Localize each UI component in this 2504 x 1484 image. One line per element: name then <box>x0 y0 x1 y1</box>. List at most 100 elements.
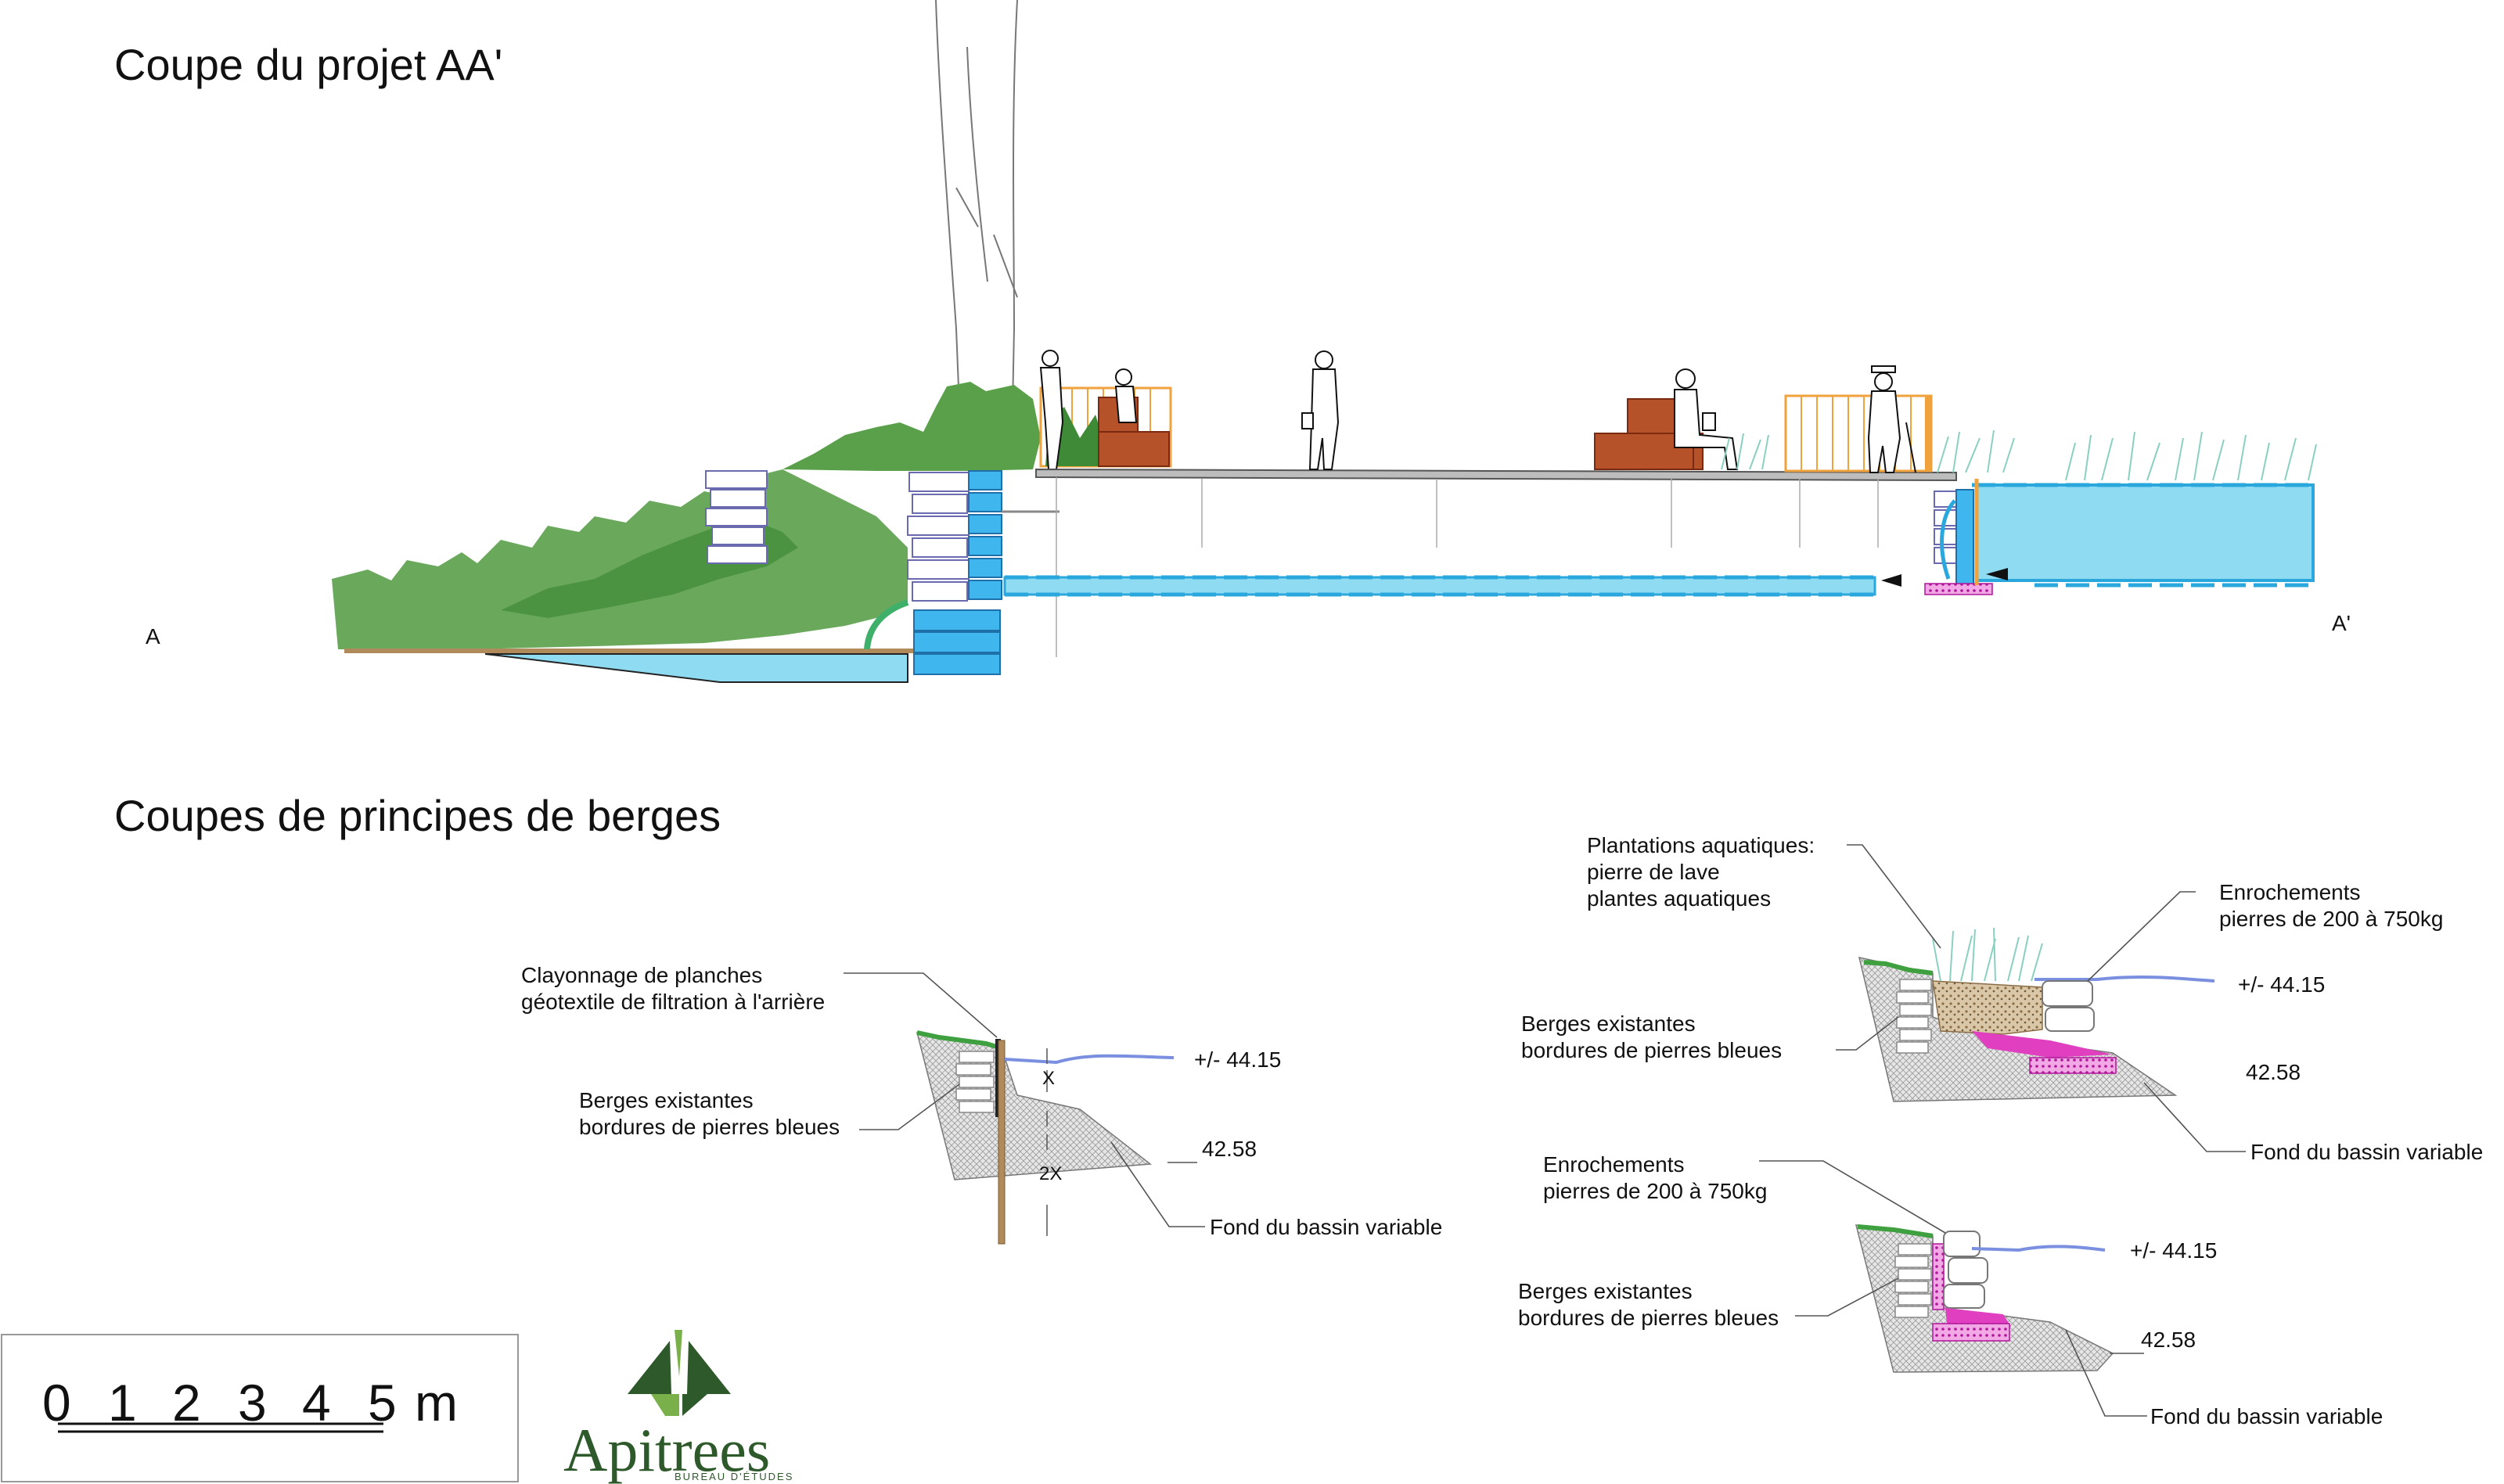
scale-tick-0: 0 <box>42 1374 71 1432</box>
aquatic-grasses <box>1721 429 2317 481</box>
bank-detail-top-right: Plantations aquatiques: pierre de lave p… <box>1521 833 2483 1164</box>
plant-label-1: Plantations aquatiques: <box>1587 833 1815 857</box>
person-with-cane <box>1867 365 1916 473</box>
bank-detail-left: X 2X Clayonnage de planches géotextile d… <box>521 963 1442 1245</box>
weir-pink-base <box>1924 583 1993 595</box>
left-pond <box>484 653 908 683</box>
pink-base-br <box>1932 1323 2010 1342</box>
wattle-label-1: Clayonnage de planches <box>521 963 762 987</box>
bottom-label-left: Fond du bassin variable <box>1210 1215 1442 1239</box>
logo-name: Apitrees <box>563 1416 770 1484</box>
section-mark-a-prime: A' <box>2332 611 2351 635</box>
stone-border-br <box>1894 1243 1932 1318</box>
pink-layer-tr <box>1972 1031 2113 1058</box>
plant-label-2: pierre de lave <box>1587 860 1720 884</box>
vegetation-left <box>332 469 908 649</box>
water-level-br: +/- 44.15 <box>2130 1238 2217 1263</box>
stone-border-tr <box>1896 979 1932 1054</box>
bottom-level-tr: 42.58 <box>2246 1060 2301 1084</box>
water-level-left: +/- 44.15 <box>1194 1047 1281 1072</box>
person-seated-left <box>1114 368 1138 423</box>
water-line-left <box>1004 1054 1175 1065</box>
blue-block-wall <box>913 470 1002 675</box>
main-section-drawing: A A' <box>146 0 2351 683</box>
banks-label-br-1: Berges existantes <box>1518 1279 1693 1303</box>
banks-label-left-2: bordures de pierres bleues <box>579 1115 840 1139</box>
bottom-level-left: 42.58 <box>1202 1137 1257 1161</box>
water-line-tr <box>2034 975 2215 983</box>
leader-bottom-br <box>2065 1329 2147 1417</box>
leader-rocks-br <box>1759 1160 1946 1234</box>
pink-base-tr <box>2029 1057 2117 1074</box>
water-spout <box>864 599 909 650</box>
leader-banks-tr <box>1836 1016 1899 1051</box>
rocks-br <box>1943 1231 1988 1309</box>
bottom-label-br: Fond du bassin variable <box>2150 1404 2383 1428</box>
dim-x-label: X <box>1042 1068 1055 1089</box>
scale-unit: m <box>415 1374 458 1432</box>
leader-rocks-tr <box>2087 891 2196 982</box>
leader-banks-left <box>859 1083 960 1130</box>
aquatic-plants-tr <box>1932 927 2043 982</box>
tree-mark-icon <box>628 1330 731 1416</box>
bottom-level-br: 42.58 <box>2141 1328 2196 1352</box>
scale-bar: 0 1 2 3 4 5 m <box>1 1334 519 1482</box>
scale-tick-3: 3 <box>238 1374 267 1432</box>
flow-arrow-left <box>1881 574 1901 587</box>
rocks-tr <box>2042 980 2095 1032</box>
bank-detail-bottom-right: Enrochements pierres de 200 à 750kg Berg… <box>1518 1152 2383 1428</box>
water-line-br <box>1971 1245 2106 1252</box>
plant-label-3: plantes aquatiques <box>1587 886 1771 911</box>
scale-tick-1: 1 <box>108 1374 137 1432</box>
right-pond <box>1975 483 2315 582</box>
leader-bottom-left <box>1110 1141 1205 1227</box>
grass-tr <box>1863 960 1934 976</box>
rock-label-br-2: pierres de 200 à 750kg <box>1543 1179 1767 1203</box>
pink-layer-br <box>1945 1308 2011 1327</box>
stake <box>998 1040 1006 1245</box>
pink-wall-br <box>1932 1243 1945 1310</box>
banks-label-tr-2: bordures de pierres bleues <box>1521 1038 1782 1062</box>
scale-frame <box>1 1334 519 1482</box>
bottom-label-tr: Fond du bassin variable <box>2250 1140 2483 1164</box>
railing-right <box>1784 394 1933 473</box>
main-section-title: Coupe du projet AA' <box>114 40 502 89</box>
stone-wall-left <box>705 470 768 564</box>
water-channel <box>1003 576 1876 596</box>
banks-label-br-2: bordures de pierres bleues <box>1518 1306 1779 1330</box>
wattle-label-2: géotextile de filtration à l'arrière <box>521 990 825 1014</box>
rock-label-tr-1: Enrochements <box>2219 880 2361 904</box>
person-standing-left <box>1039 350 1064 470</box>
leader-plants <box>1847 844 1941 949</box>
scale-tick-4: 4 <box>302 1374 331 1432</box>
leader-bottom-tr <box>2143 1082 2246 1152</box>
rock-label-br-1: Enrochements <box>1543 1152 1685 1177</box>
tree-trunk <box>935 0 1018 408</box>
person-walking-center <box>1301 350 1340 470</box>
deck-supports <box>1056 477 1879 657</box>
weir-blue <box>1955 489 1974 586</box>
logo-tagline: BUREAU D'ÉTUDES <box>675 1471 793 1482</box>
bank-sections-title: Coupes de principes de berges <box>114 791 721 840</box>
dim-2x-label: 2X <box>1039 1163 1062 1184</box>
scale-tick-5: 5 <box>368 1374 397 1432</box>
lava-stone-bed <box>1932 980 2043 1035</box>
rock-label-tr-2: pierres de 200 à 750kg <box>2219 907 2443 931</box>
stone-border-left <box>955 1051 995 1113</box>
scale-line <box>58 1422 383 1433</box>
water-level-tr: +/- 44.15 <box>2238 972 2325 997</box>
bridge-deck <box>1035 468 1957 482</box>
grass-left <box>916 1030 1002 1051</box>
leader-wattle <box>844 972 998 1038</box>
banks-label-left-1: Berges existantes <box>579 1088 754 1112</box>
banks-label-tr-1: Berges existantes <box>1521 1011 1696 1036</box>
leader-banks-br <box>1795 1277 1899 1317</box>
vegetation-upper <box>782 382 1041 471</box>
apitrees-logo: Apitrees BUREAU D'ÉTUDES <box>563 1330 793 1484</box>
flow-arrow-right <box>1986 568 2008 580</box>
weir-spout <box>1940 499 1956 580</box>
section-mark-a: A <box>146 624 160 649</box>
grass-br <box>1857 1224 1934 1238</box>
scale-tick-2: 2 <box>172 1374 201 1432</box>
